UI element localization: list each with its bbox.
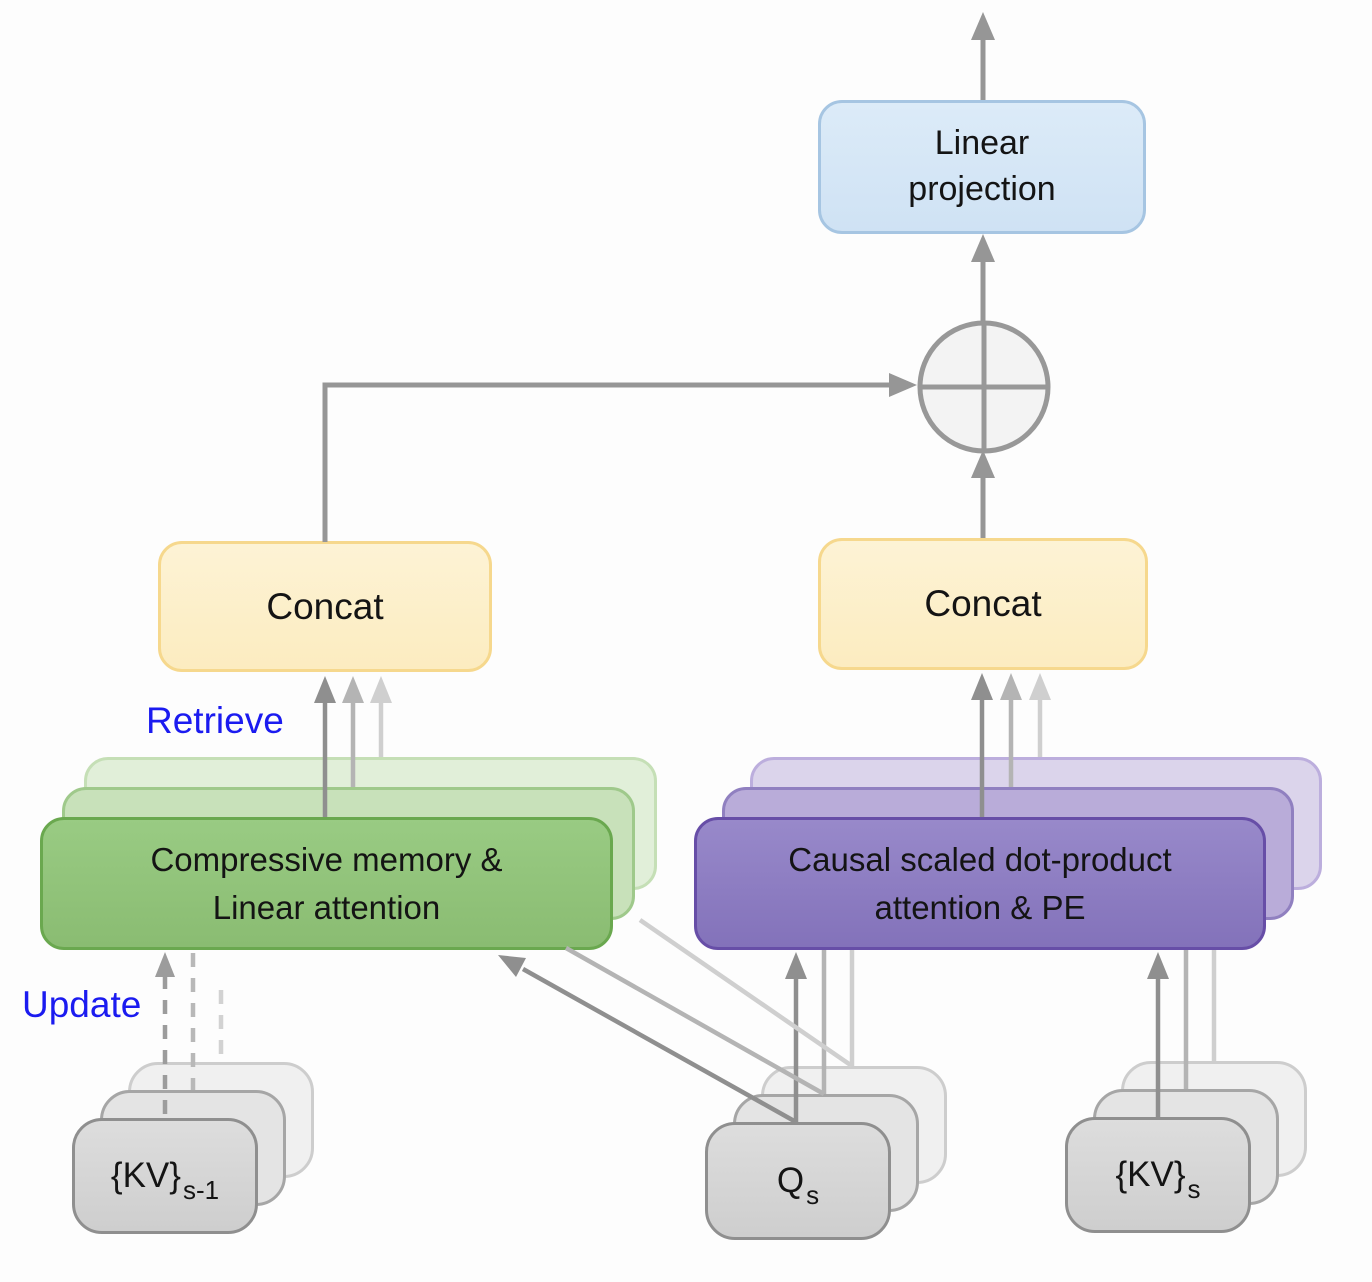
concat-right-box: Concat xyxy=(818,538,1148,670)
concat-right-to-add-arrow xyxy=(971,450,995,538)
kv-prev-label: {KV}s-1 xyxy=(110,1156,220,1205)
kv-cur-label: {KV}s xyxy=(1115,1155,1201,1204)
concat-right-label: Concat xyxy=(924,583,1042,624)
kv-cur-box: {KV}s xyxy=(1065,1117,1251,1233)
query-label: Qs xyxy=(776,1161,820,1210)
causal-attention-label: Causal scaled dot-product attention & PE xyxy=(788,840,1172,926)
retrieve-label: Retrieve xyxy=(146,700,284,741)
add-circle-icon xyxy=(917,320,1051,454)
concat-left-label: Concat xyxy=(266,585,384,627)
concat-left-box: Concat xyxy=(158,541,492,672)
kv-prev-box: {KV}s-1 xyxy=(72,1118,258,1234)
update-label: Update xyxy=(22,984,142,1025)
linear-projection-box: Linear projection xyxy=(818,100,1146,234)
compressive-memory-label: Compressive memory & Linear attention xyxy=(150,840,503,926)
compressive-memory-box: Compressive memory & Linear attention xyxy=(40,817,613,950)
causal-attention-box: Causal scaled dot-product attention & PE xyxy=(694,817,1266,950)
linear-projection-label: Linear projection xyxy=(908,124,1056,208)
add-to-projection-arrow xyxy=(971,234,995,323)
query-box: Qs xyxy=(705,1122,891,1240)
output-arrow xyxy=(971,12,995,100)
concat-left-to-add-arrow xyxy=(322,373,917,542)
